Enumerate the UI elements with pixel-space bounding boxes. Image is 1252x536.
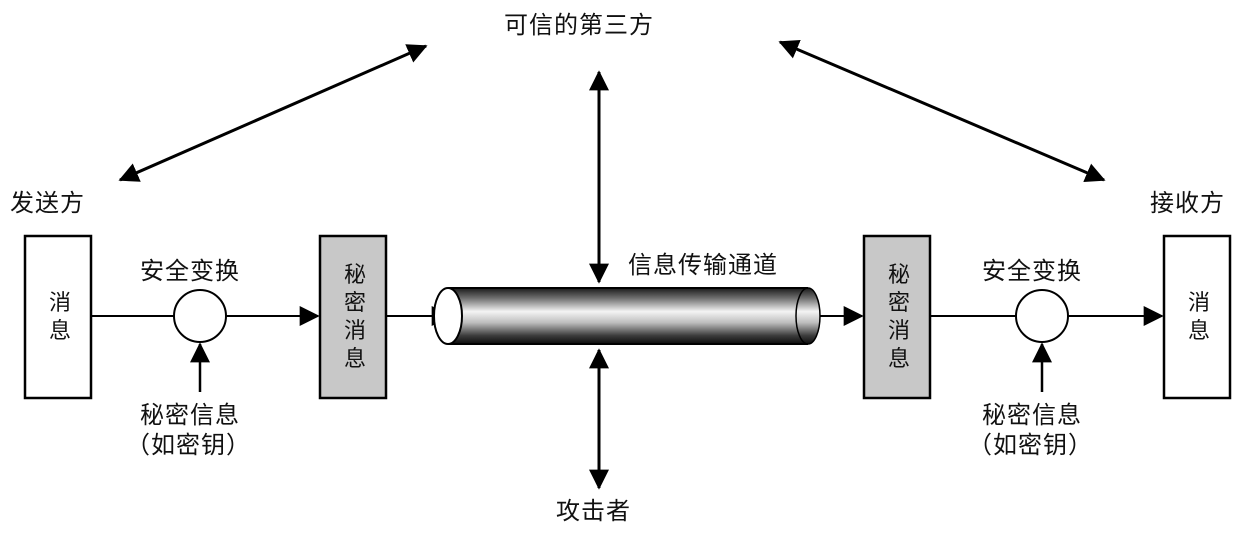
trusted-third-party-label: 可信的第三方 bbox=[504, 11, 654, 39]
right-message-box bbox=[1162, 234, 1232, 400]
channel-label: 信息传输通道 bbox=[628, 251, 778, 279]
left-transform-circle bbox=[173, 289, 227, 343]
left-secret-message-text: 秘密消息 bbox=[343, 263, 366, 372]
attacker-label: 攻击者 bbox=[556, 497, 631, 525]
receiver-trusted-arrow bbox=[778, 39, 1106, 183]
right-secret-info-example-label: （如密钥） bbox=[968, 431, 1093, 459]
right-message-text: 消息 bbox=[1187, 291, 1210, 344]
left-secret-message-box bbox=[318, 234, 388, 400]
right-secret-message-text: 秘密消息 bbox=[887, 263, 910, 372]
transmission-channel-pipe bbox=[433, 287, 821, 345]
sender-label: 发送方 bbox=[10, 189, 85, 217]
right-transform-label: 安全变换 bbox=[982, 257, 1082, 285]
left-transform-label: 安全变换 bbox=[140, 257, 240, 285]
left-secret-info-example-label: （如密钥） bbox=[126, 431, 251, 459]
left-secret-info-label: 秘密信息 bbox=[140, 401, 240, 429]
right-transform-circle bbox=[1015, 289, 1069, 343]
sender-trusted-arrow bbox=[118, 44, 428, 182]
receiver-label: 接收方 bbox=[1150, 189, 1225, 217]
right-secret-info-label: 秘密信息 bbox=[982, 401, 1082, 429]
right-secret-message-box bbox=[862, 234, 932, 400]
left-message-box bbox=[23, 234, 93, 400]
left-message-text: 消息 bbox=[48, 291, 71, 344]
